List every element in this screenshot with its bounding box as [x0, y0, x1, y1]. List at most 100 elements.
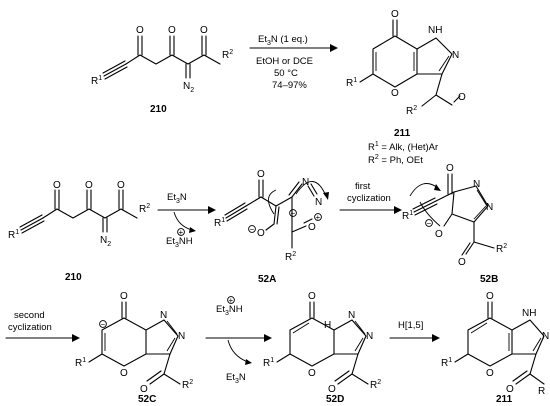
- oxygen-211b-top: O: [486, 291, 494, 302]
- r1-52a-label: R1: [214, 217, 225, 229]
- step-3-label-second: second: [14, 310, 45, 321]
- step-3-arrow: second cyclization: [5, 310, 80, 342]
- r2-label: R2: [222, 49, 233, 61]
- compound-52d-label: 52D: [326, 394, 344, 405]
- oxygen-c-label: O: [117, 180, 125, 191]
- r1-52d-label: R1: [263, 357, 274, 369]
- oxygen-3-label: O: [200, 25, 208, 36]
- step-1-byproduct: Et3NH: [166, 236, 193, 249]
- r1-definition: R1 = Alk, (Het)Ar: [368, 141, 438, 153]
- n-52b-1: N: [473, 179, 480, 190]
- oxygen-2-label: O: [168, 25, 176, 36]
- r1-211b-label: R1: [441, 357, 452, 369]
- n-52d-1: N: [348, 310, 355, 321]
- n-211-label: N: [452, 50, 459, 61]
- step-2-label-first: first: [355, 181, 371, 192]
- r1-mech-label: R1: [8, 229, 19, 241]
- ring-oxygen-52c: O: [120, 368, 128, 379]
- r2-definition: R2 = Ph, OEt: [368, 154, 423, 166]
- acyl-oxygen-52b: O: [458, 257, 466, 268]
- step-2-label-cyclization: cyclization: [347, 193, 391, 204]
- compound-52b: R1 O N N O − O R2 52B: [402, 163, 507, 285]
- nh-211b: NH: [522, 308, 536, 319]
- compound-211-top: O NH N O R1 O R2 211: [346, 9, 466, 139]
- compound-211-bottom: O NH N O R1 O R 211: [441, 291, 549, 405]
- compound-210-top: R1 O O O N2 R2 210: [91, 25, 233, 115]
- diazo-label: N2: [183, 81, 194, 94]
- step-5-label: H[1,5]: [398, 320, 423, 331]
- compound-210-mech-label: 210: [65, 272, 82, 283]
- oxygen-a-label: O: [53, 180, 61, 191]
- step-1-plus: +: [179, 228, 184, 237]
- step-1-reagent: Et3N: [167, 192, 187, 205]
- temperature-label: 50 °C: [274, 68, 298, 79]
- compound-52b-label: 52B: [480, 274, 498, 285]
- step-4-plus: +: [229, 296, 234, 305]
- acyl-oxygen-52d: O: [328, 384, 336, 395]
- n-52c-1: N: [160, 310, 167, 321]
- r1-52c-label: R1: [75, 357, 86, 369]
- compound-52c: O − N N O R1 O R2 52C: [75, 291, 193, 405]
- step-4-byproduct: Et3N: [226, 372, 246, 385]
- compound-52d: O N N H O R1 O R2 52D: [263, 291, 381, 405]
- oxygen-52b-top: O: [446, 163, 454, 174]
- oxygen-211-label: O: [391, 9, 399, 20]
- reagent-et3n-1eq: Et3N (1 eq.): [258, 34, 308, 47]
- compound-52c-label: 52C: [138, 394, 156, 405]
- r2-52a-label: R2: [285, 251, 296, 263]
- minus-52c: −: [101, 320, 106, 329]
- diazo-mech-label: N2: [100, 235, 111, 248]
- step-2-arrow: first cyclization: [339, 181, 402, 214]
- step-3-label-cyclization: cyclization: [8, 322, 52, 333]
- n-52b-2: N: [486, 202, 493, 213]
- r1-211-label: R1: [346, 77, 357, 89]
- r1-52b-label: R1: [402, 210, 413, 222]
- ring-oxygen-211b: O: [486, 368, 494, 379]
- compound-52a-label: 52A: [258, 274, 276, 285]
- n-211b: N: [542, 331, 549, 342]
- oxygen-52b: O: [435, 229, 443, 240]
- carbanion-minus-52a: −: [291, 209, 296, 218]
- compound-211-top-label: 211: [394, 128, 411, 139]
- minus-52b: −: [427, 219, 432, 228]
- h-52d: H: [324, 320, 331, 331]
- r2-52d-label: R2: [370, 379, 381, 391]
- nh-211-label: NH: [428, 25, 442, 36]
- diazo-n1-52a: N: [302, 177, 309, 188]
- step-5-arrow: H[1,5]: [389, 320, 440, 342]
- r2-211b-label: R: [538, 386, 545, 397]
- r2-211-label: R2: [406, 105, 417, 117]
- compound-210-mech: R1 O O O N2 R2 210: [8, 180, 150, 283]
- acyl-oxygen-211: O: [458, 92, 466, 103]
- acyl-oxygen-52c: O: [140, 384, 148, 395]
- oxygen-52d-top: O: [308, 291, 316, 302]
- n-52d-2: N: [366, 331, 373, 342]
- r2-52c-label: R2: [182, 379, 193, 391]
- compound-52a: R1 O O − N N − + O R2 52A: [214, 169, 329, 285]
- diazo-plus-52a: +: [316, 213, 321, 222]
- oxygen-b-label: O: [85, 180, 93, 191]
- r2-mech-label: R2: [139, 203, 150, 215]
- step-1-arrow: Et3N Et3NH +: [157, 192, 216, 249]
- oxygen-1-label: O: [136, 25, 144, 36]
- enolate-minus-52a: −: [250, 225, 255, 234]
- ring-oxygen-211: O: [391, 88, 399, 99]
- diazo-n2-52a: N: [315, 197, 322, 208]
- step-4-arrow: Et3NH + Et3N: [205, 296, 272, 385]
- solvent-label: EtOH or DCE: [256, 56, 313, 67]
- r1-label: R1: [91, 75, 102, 87]
- oxygen-52a-top: O: [257, 169, 265, 180]
- n-52c-2: N: [178, 331, 185, 342]
- ring-oxygen-52d: O: [308, 368, 316, 379]
- compound-211-bottom-label: 211: [496, 394, 513, 405]
- enolate-oxygen-52a: O: [257, 228, 265, 239]
- acyl-oxygen-52a: O: [308, 222, 316, 233]
- oxygen-52c-top: O: [120, 291, 128, 302]
- r2-52b-label: R2: [496, 243, 507, 255]
- acyl-oxygen-211b: O: [506, 384, 514, 395]
- yield-label: 74–97%: [272, 80, 307, 91]
- compound-210-label: 210: [150, 104, 167, 115]
- step-4-reagent: Et3NH: [216, 304, 243, 317]
- reaction-1-arrow: Et3N (1 eq.) EtOH or DCE 50 °C 74–97%: [249, 34, 338, 91]
